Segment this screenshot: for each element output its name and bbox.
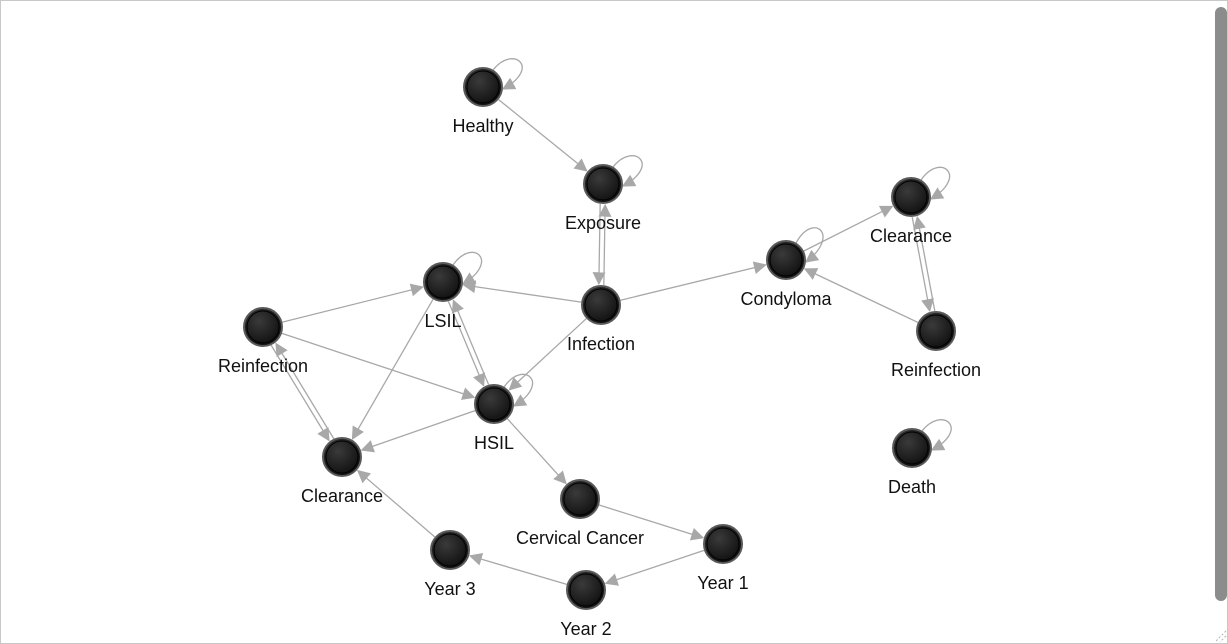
self-loop-lsil bbox=[452, 251, 483, 285]
edge-infection-to-lsil bbox=[462, 280, 582, 303]
self-loop-death bbox=[921, 419, 952, 451]
node-year2[interactable]: Year 2 bbox=[560, 570, 612, 639]
node-label-year2: Year 2 bbox=[560, 619, 611, 639]
node-label-lsil: LSIL bbox=[424, 311, 461, 331]
edge-exposure-to-infection bbox=[592, 203, 606, 286]
edge-lsil-to-clearance_left bbox=[351, 298, 434, 440]
edge-clearance_left-to-reinfection_left bbox=[275, 342, 335, 439]
node-inner-ring bbox=[246, 310, 280, 344]
node-inner-ring bbox=[584, 288, 618, 322]
node-exposure[interactable]: Exposure bbox=[565, 164, 641, 233]
node-label-healthy: Healthy bbox=[452, 116, 513, 136]
node-reinfection_left[interactable]: Reinfection bbox=[218, 307, 308, 376]
node-infection[interactable]: Infection bbox=[567, 285, 635, 354]
self-loop-healthy bbox=[492, 58, 523, 90]
vertical-scrollbar[interactable] bbox=[1215, 7, 1227, 601]
node-inner-ring bbox=[895, 431, 929, 465]
node-label-death: Death bbox=[888, 477, 936, 497]
node-label-reinfection_left: Reinfection bbox=[218, 356, 308, 376]
self-loop-exposure bbox=[612, 155, 643, 187]
node-circle[interactable] bbox=[474, 384, 514, 424]
edge-clearance_right-to-reinfection_right bbox=[911, 217, 934, 313]
edge-condyloma-to-clearance_right bbox=[803, 205, 894, 252]
node-inner-ring bbox=[769, 243, 803, 277]
node-label-clearance_right: Clearance bbox=[870, 226, 952, 246]
node-inner-ring bbox=[477, 387, 511, 421]
node-label-infection: Infection bbox=[567, 334, 635, 354]
edge-hsil-to-lsil bbox=[451, 299, 490, 385]
node-label-condyloma: Condyloma bbox=[740, 289, 832, 309]
node-inner-ring bbox=[325, 440, 359, 474]
node-circle[interactable] bbox=[463, 67, 503, 107]
node-circle[interactable] bbox=[423, 262, 463, 302]
node-inner-ring bbox=[466, 70, 500, 104]
node-inner-ring bbox=[706, 527, 740, 561]
node-inner-ring bbox=[586, 167, 620, 201]
edge-reinfection_right-to-condyloma bbox=[803, 268, 919, 324]
self-loop-clearance_right bbox=[920, 166, 951, 200]
edge-infection-to-exposure bbox=[598, 203, 612, 286]
edge-healthy-to-exposure bbox=[498, 99, 588, 172]
node-label-year3: Year 3 bbox=[424, 579, 475, 599]
self-loops-layer bbox=[452, 58, 952, 451]
node-circle[interactable] bbox=[766, 240, 806, 280]
node-circle[interactable] bbox=[583, 164, 623, 204]
self-loop-condyloma bbox=[795, 227, 824, 263]
edge-hsil-to-clearance_left bbox=[360, 409, 476, 453]
node-circle[interactable] bbox=[566, 570, 606, 610]
node-inner-ring bbox=[894, 180, 928, 214]
node-inner-ring bbox=[569, 573, 603, 607]
node-circle[interactable] bbox=[430, 530, 470, 570]
node-inner-ring bbox=[426, 265, 460, 299]
self-loop-hsil bbox=[503, 373, 534, 407]
node-circle[interactable] bbox=[560, 479, 600, 519]
edge-reinfection_right-to-clearance_right bbox=[913, 215, 936, 311]
node-label-clearance_left: Clearance bbox=[301, 486, 383, 506]
edge-year3-to-clearance_left bbox=[356, 469, 436, 538]
node-circle[interactable] bbox=[891, 177, 931, 217]
node-cervical_cancer[interactable]: Cervical Cancer bbox=[516, 479, 644, 548]
edge-lsil-to-hsil bbox=[447, 301, 486, 387]
node-label-exposure: Exposure bbox=[565, 213, 641, 233]
node-circle[interactable] bbox=[916, 311, 956, 351]
node-condyloma[interactable]: Condyloma bbox=[740, 240, 833, 309]
edge-reinfection_left-to-lsil bbox=[282, 283, 424, 323]
node-circle[interactable] bbox=[322, 437, 362, 477]
edge-hsil-to-cervical_cancer bbox=[506, 418, 567, 485]
edge-cervical_cancer-to-year1 bbox=[598, 504, 705, 541]
node-inner-ring bbox=[563, 482, 597, 516]
edge-infection-to-condyloma bbox=[620, 261, 767, 301]
node-death[interactable]: Death bbox=[888, 428, 936, 497]
node-inner-ring bbox=[919, 314, 953, 348]
edge-reinfection_left-to-clearance_left bbox=[270, 345, 330, 442]
resize-grip-icon[interactable] bbox=[1211, 627, 1227, 643]
node-reinfection_right[interactable]: Reinfection bbox=[891, 311, 981, 380]
edge-reinfection_left-to-hsil bbox=[281, 332, 476, 400]
node-label-reinfection_right: Reinfection bbox=[891, 360, 981, 380]
node-label-year1: Year 1 bbox=[697, 573, 748, 593]
node-label-cervical_cancer: Cervical Cancer bbox=[516, 528, 644, 548]
node-year3[interactable]: Year 3 bbox=[424, 530, 476, 599]
node-year1[interactable]: Year 1 bbox=[697, 524, 749, 593]
node-hsil[interactable]: HSIL bbox=[474, 384, 514, 453]
edge-year2-to-year3 bbox=[468, 552, 567, 585]
node-label-hsil: HSIL bbox=[474, 433, 514, 453]
node-circle[interactable] bbox=[703, 524, 743, 564]
node-lsil[interactable]: LSIL bbox=[423, 262, 463, 331]
edges-layer bbox=[270, 99, 936, 586]
edge-infection-to-hsil bbox=[508, 318, 587, 391]
node-clearance_left[interactable]: Clearance bbox=[301, 437, 383, 506]
edge-year1-to-year2 bbox=[604, 549, 705, 586]
node-circle[interactable] bbox=[581, 285, 621, 325]
node-circle[interactable] bbox=[892, 428, 932, 468]
node-circle[interactable] bbox=[243, 307, 283, 347]
node-inner-ring bbox=[433, 533, 467, 567]
node-clearance_right[interactable]: Clearance bbox=[870, 177, 952, 246]
node-healthy[interactable]: Healthy bbox=[452, 67, 514, 136]
